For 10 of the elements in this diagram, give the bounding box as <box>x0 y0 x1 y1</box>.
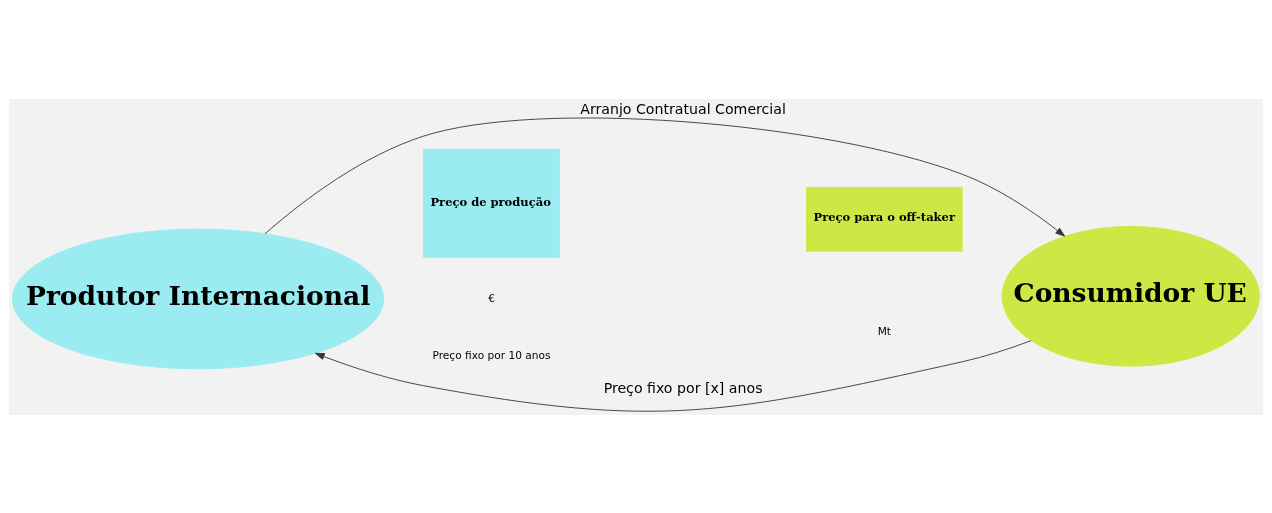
arrow <box>264 117 1066 237</box>
edge-label: Arranjo Contratual Comercial <box>580 100 786 117</box>
arrow <box>314 339 1032 412</box>
label: € <box>488 291 495 305</box>
label: Preço fixo por 10 anos <box>432 348 551 362</box>
node-box: Preço para o off-taker <box>806 186 963 252</box>
node-box: Preço de produção <box>422 148 561 258</box>
label: Mt <box>877 324 892 338</box>
node-ellipse: Produtor Internacional <box>11 228 385 369</box>
edge-label: Preço fixo por [x] anos <box>603 379 763 396</box>
